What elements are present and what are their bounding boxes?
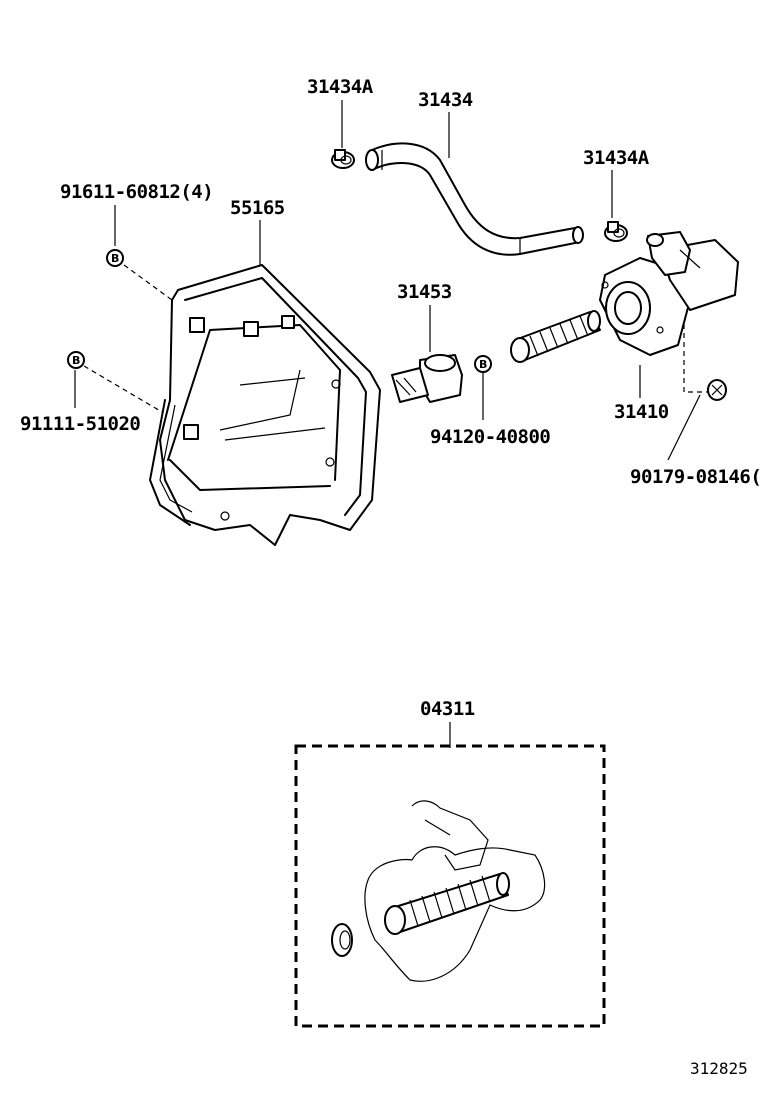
bolt-marker-top-letter: B — [111, 252, 119, 265]
washer-icon[interactable] — [707, 379, 727, 401]
bolt-marker-left[interactable]: B — [67, 351, 85, 369]
label-04311[interactable]: 04311 — [420, 698, 475, 720]
label-31434[interactable]: 31434 — [418, 89, 473, 111]
label-31453[interactable]: 31453 — [397, 281, 452, 303]
valve-icon[interactable] — [391, 354, 463, 403]
plug-marker-letter: B — [479, 358, 487, 371]
leader-lines — [74, 100, 712, 748]
plug-marker[interactable]: B — [474, 355, 492, 373]
repair-kit-box[interactable] — [294, 744, 606, 1028]
label-91611-60812[interactable]: 91611-60812(4) — [60, 181, 214, 203]
illustration-number: 312825 — [690, 1059, 748, 1078]
master-cylinder-icon[interactable] — [599, 231, 739, 356]
piston-spring-icon[interactable] — [510, 310, 601, 363]
bolt-marker-top[interactable]: B — [106, 249, 124, 267]
label-31434a-right[interactable]: 31434A — [583, 147, 650, 169]
label-90179-08146[interactable]: 90179-08146( — [630, 466, 760, 488]
reservoir-bracket-icon[interactable] — [149, 264, 381, 546]
label-94120-40800[interactable]: 94120-40800 — [430, 426, 551, 448]
label-91111-51020[interactable]: 91111-51020 — [20, 413, 141, 435]
bolt-marker-left-letter: B — [72, 354, 80, 367]
clip-icon-right[interactable] — [604, 221, 628, 242]
repair-kit-contents-icon — [331, 800, 546, 982]
label-55165[interactable]: 55165 — [230, 197, 285, 219]
hose-icon[interactable] — [365, 142, 584, 256]
label-31410[interactable]: 31410 — [614, 401, 669, 423]
label-31434a-top[interactable]: 31434A — [307, 76, 374, 98]
clip-icon-top[interactable] — [331, 149, 355, 169]
